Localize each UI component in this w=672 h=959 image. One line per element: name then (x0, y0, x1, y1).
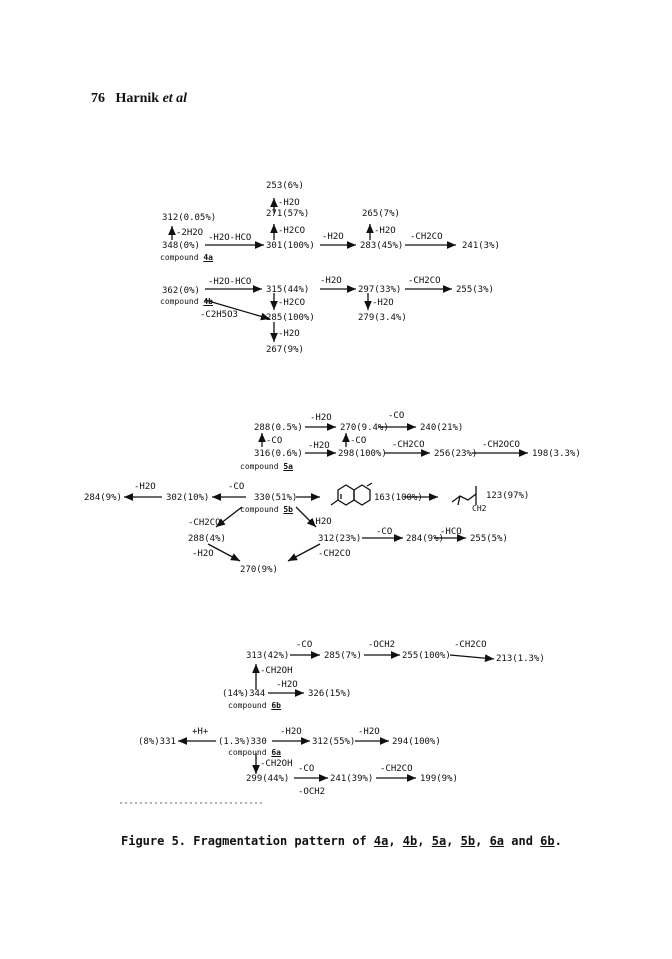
ion-255: 255(100%) (402, 651, 451, 661)
ion-362: 362(0%) (162, 286, 200, 296)
loss-label: -H2O (322, 232, 344, 242)
loss-label: -CO (296, 640, 313, 650)
loss-label: -H2O (278, 198, 300, 208)
ion-299: 299(44%) (246, 774, 290, 784)
loss-label: -CH2CO (392, 440, 425, 450)
ion-330: (1.3%)330 (218, 737, 267, 747)
running-header: 76 Harnik et al (91, 91, 187, 107)
loss-label: +H+ (192, 727, 209, 737)
ion-267: 267(9%) (266, 345, 304, 355)
compound-label: compound 5b (240, 505, 293, 514)
compound-label: compound 4b (160, 297, 213, 306)
loss-label: -CO (388, 411, 405, 421)
loss-label: -CH2CO (188, 518, 221, 528)
authors: Harnik (115, 91, 160, 106)
ion-213: 213(1.3%) (496, 654, 545, 664)
loss-label: -C2H5O3 (200, 310, 238, 320)
loss-label: -OCH2 (368, 640, 396, 650)
ion-312: 312(23%) (318, 534, 362, 544)
loss-label: -H2CO (278, 226, 306, 236)
loss-label: -H2O (308, 441, 330, 451)
ion-255: 255(5%) (470, 534, 508, 544)
ion-331: (8%)331 (138, 737, 176, 747)
loss-label: -CO (266, 436, 283, 446)
loss-label: -CH2CO (318, 549, 351, 559)
loss-label: -HCO (440, 527, 462, 537)
loss-label: -H2O (278, 329, 300, 339)
ion-344: (14%)344 (222, 689, 266, 699)
ion-123: 123(97%) (486, 491, 530, 501)
loss-label: -CH2OCO (482, 440, 520, 450)
loss-label: -CH2OH (260, 759, 293, 769)
loss-label: -CH2CO (408, 276, 441, 286)
loss-label: -H2O (320, 276, 342, 286)
ion-326: 326(15%) (308, 689, 352, 699)
loss-label: -CO (298, 764, 315, 774)
ion-297: 297(33%) (358, 285, 402, 295)
ion-270: 270(9.4%) (340, 423, 389, 433)
ion-285: 285(7%) (324, 651, 362, 661)
loss-label: -H2O (310, 517, 332, 527)
ion-163: 163(100%) (374, 493, 423, 503)
loss-label: -H2CO (278, 298, 306, 308)
loss-label: -CH2CO (380, 764, 413, 774)
ion-288: 288(0.5%) (254, 423, 303, 433)
loss-label: -CH2CO (410, 232, 443, 242)
ion-312: 312(0.05%) (162, 213, 217, 223)
compound-label: compound 6a (228, 748, 281, 757)
ion-255: 255(3%) (456, 285, 494, 295)
ch2-label: CH2 (472, 504, 487, 513)
ion-312: 312(55%) (312, 737, 356, 747)
loss-label: -H2O (372, 298, 394, 308)
ion-315: 315(44%) (266, 285, 310, 295)
ion-198: 198(3.3%) (532, 449, 581, 459)
ion-313: 313(42%) (246, 651, 290, 661)
loss-label: -2H2O (176, 228, 204, 238)
ion-285: 285(100%) (266, 313, 315, 323)
loss-label: -H2O (276, 680, 298, 690)
loss-label: -CH2CO (454, 640, 487, 650)
loss-label: -H2O (310, 413, 332, 423)
ion-283: 283(45%) (360, 241, 404, 251)
loss-label: -H2O (374, 226, 396, 236)
loss-label: -OCH2 (298, 787, 326, 797)
ion-199: 199(9%) (420, 774, 458, 784)
ion-348: 348(0%) (162, 241, 200, 251)
ion-265: 265(7%) (362, 209, 400, 219)
ion-241: 241(3%) (462, 241, 500, 251)
loss-label: -H2O (358, 727, 380, 737)
ion-316: 316(0.6%) (254, 449, 303, 459)
ion-271: 271(57%) (266, 209, 310, 219)
ion-294: 294(100%) (392, 737, 441, 747)
ion-270b: 270(9%) (240, 565, 278, 575)
loss-label: -H2O-HCO (208, 233, 252, 243)
ion-256: 256(23%) (434, 449, 478, 459)
ion-241: 241(39%) (330, 774, 374, 784)
ion-302: 302(10%) (166, 493, 210, 503)
ion-253: 253(6%) (266, 181, 304, 191)
ion-330: 330(51%) (254, 493, 298, 503)
ion-298: 298(100%) (338, 449, 387, 459)
ion-288b: 288(4%) (188, 534, 226, 544)
compound-label: compound 4a (160, 253, 213, 262)
ion-301: 301(100%) (266, 241, 315, 251)
figure-caption: Figure 5. Fragmentation pattern of 4a, 4… (121, 834, 562, 848)
ion-284: 284(9%) (84, 493, 122, 503)
loss-label: -H2O-HCO (208, 277, 252, 287)
page-number: 76 (91, 91, 105, 106)
loss-label: -H2O (134, 482, 156, 492)
ion-240: 240(21%) (420, 423, 464, 433)
ion-279: 279(3.4%) (358, 313, 407, 323)
loss-label: -CO (376, 527, 393, 537)
compound-label: compound 5a (240, 462, 293, 471)
loss-label: -H2O (192, 549, 214, 559)
loss-label: -CO (350, 436, 367, 446)
et-al: et al (162, 91, 188, 106)
loss-label: -CH2OH (260, 666, 293, 676)
loss-label: -H2O (280, 727, 302, 737)
ion-284b: 284(9%) (406, 534, 444, 544)
compound-label: compound 6b (228, 701, 281, 710)
loss-label: -CO (228, 482, 245, 492)
